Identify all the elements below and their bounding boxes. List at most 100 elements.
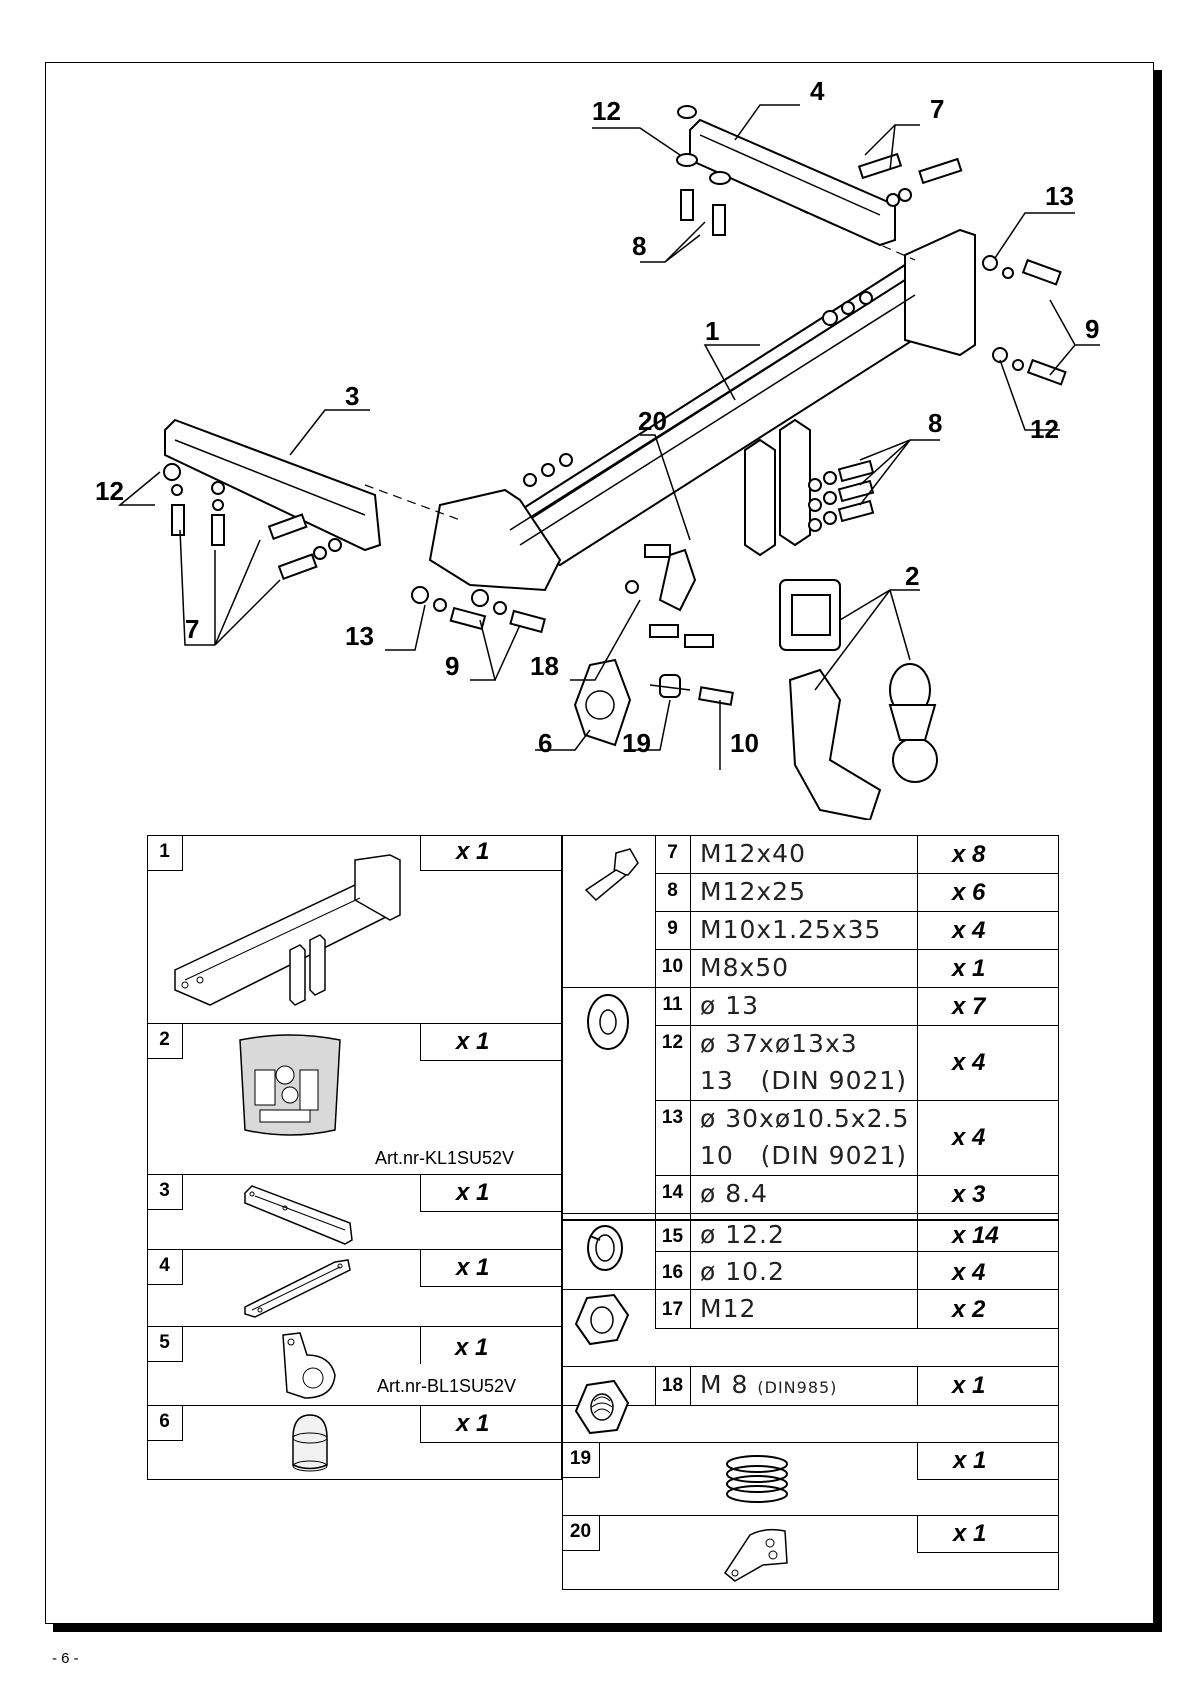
part-qty: x 2 xyxy=(952,1296,986,1323)
part-number: 11 xyxy=(662,994,683,1015)
article-number-kl: Art.nr-KL1SU52V xyxy=(375,1148,515,1168)
exploded-assembly-drawing: 12 4 7 13 8 9 1 3 20 8 12 12 2 7 13 9 18… xyxy=(95,76,1100,820)
part-qty: x 4 xyxy=(952,917,986,944)
part-number: 18 xyxy=(661,1375,684,1396)
part-number: 13 xyxy=(661,1107,684,1128)
bracket-icon xyxy=(723,1528,788,1582)
part-spec: ø 12.2 xyxy=(700,1220,785,1249)
bracket-part-3 xyxy=(164,418,461,552)
part-qty: x 1 xyxy=(917,1515,1059,1553)
part-spec: M 8 (DIN985) xyxy=(700,1366,837,1407)
part-qty: x 4 xyxy=(952,1049,986,1076)
part-spec: M12 xyxy=(700,1294,757,1323)
part-spec-line2: 13 (DIN 9021) xyxy=(700,1066,908,1095)
part-number: 17 xyxy=(661,1299,684,1320)
part-number: 2 xyxy=(147,1023,183,1059)
part-spec-line2: 10 (DIN 9021) xyxy=(700,1141,908,1170)
spring-washer-icon xyxy=(587,1225,623,1271)
callout-13-left: 13 xyxy=(345,621,374,651)
spring-icon xyxy=(726,1455,788,1503)
crossbar-icon xyxy=(174,854,401,1006)
leader-lines xyxy=(117,104,1100,770)
part-spec: M10x1.25x35 xyxy=(700,915,882,944)
callout-12-left: 12 xyxy=(95,476,124,506)
washer-icon xyxy=(587,994,629,1050)
callout-labels: 12 4 7 13 8 9 1 3 20 8 12 12 2 7 13 9 18… xyxy=(95,76,1099,758)
callout-8-right: 8 xyxy=(928,408,942,438)
part-qty: x 6 xyxy=(952,879,986,906)
callout-12-top: 12 xyxy=(592,96,621,126)
part-number: 6 xyxy=(147,1405,183,1441)
part-spec: M12x25 xyxy=(700,877,806,906)
hardware-group xyxy=(163,105,1067,648)
part-number: 4 xyxy=(147,1249,183,1285)
part-qty: x 14 xyxy=(952,1222,999,1249)
part-number: 7 xyxy=(667,842,678,863)
part-number: 10 xyxy=(661,956,684,977)
part-qty: x 8 xyxy=(952,841,986,868)
callout-9-right: 9 xyxy=(1085,314,1099,344)
part-qty: x 1 xyxy=(420,1174,562,1212)
socket-icon xyxy=(239,1034,341,1136)
part-qty: x 1 xyxy=(420,835,562,871)
socket-plate-assembly xyxy=(573,548,734,747)
part-spec-line1: ø 37xø13x3 xyxy=(700,1029,858,1058)
callout-4: 4 xyxy=(810,76,825,106)
callout-19: 19 xyxy=(622,728,651,758)
part-number: 8 xyxy=(667,880,678,901)
part-spec: M8x50 xyxy=(700,953,790,982)
part-number: 19 xyxy=(562,1442,600,1478)
part-number: 15 xyxy=(661,1226,684,1247)
part-number: 20 xyxy=(562,1515,600,1551)
part-qty: x 3 xyxy=(952,1181,986,1208)
part-qty: x 4 xyxy=(952,1124,986,1151)
towball-assembly-part-2 xyxy=(779,579,938,820)
callout-7-top: 7 xyxy=(930,94,944,124)
callout-9-left: 9 xyxy=(445,651,459,681)
callout-8-top: 8 xyxy=(632,231,646,261)
part-number: 9 xyxy=(667,918,678,939)
callout-7-left: 7 xyxy=(185,614,199,644)
part-spec: ø 8.4 xyxy=(700,1179,769,1208)
part-number: 16 xyxy=(661,1262,684,1283)
callout-12-right: 12 xyxy=(1030,414,1059,444)
callout-13-right: 13 xyxy=(1045,181,1074,211)
part-spec: M12x40 xyxy=(700,839,806,868)
bracket-icon xyxy=(282,1332,336,1399)
bracket-3-icon xyxy=(244,1185,353,1245)
part-qty: x 1 xyxy=(952,955,986,982)
callout-20: 20 xyxy=(638,406,667,436)
part-qty: x 7 xyxy=(952,993,986,1020)
part-spec-din: (DIN985) xyxy=(757,1378,838,1397)
part-spec: ø 13 xyxy=(700,991,760,1020)
part-qty: x 1 xyxy=(917,1442,1059,1480)
bracket-4-icon xyxy=(244,1259,351,1318)
part-qty: x 1 xyxy=(420,1023,562,1061)
callout-18: 18 xyxy=(530,651,559,681)
callout-10: 10 xyxy=(730,728,759,758)
callout-1: 1 xyxy=(705,316,719,346)
part-qty: x 1 xyxy=(420,1249,562,1287)
part-qty: x 1 xyxy=(420,1405,562,1443)
bracket-part-4 xyxy=(689,118,916,261)
article-number-bl: Art.nr-BL1SU52V xyxy=(377,1376,517,1396)
callout-2: 2 xyxy=(905,561,919,591)
part-qty: x 1 xyxy=(455,1334,489,1361)
bolt-icon xyxy=(584,848,639,902)
cap-icon xyxy=(292,1414,328,1472)
callout-3: 3 xyxy=(345,381,359,411)
crossbar-part-1 xyxy=(428,228,976,592)
lock-nut-icon xyxy=(574,1379,630,1435)
part-number: 3 xyxy=(147,1174,183,1210)
part-number: 12 xyxy=(661,1032,684,1053)
part-qty: x 1 xyxy=(952,1372,986,1399)
part-spec: ø 10.2 xyxy=(700,1257,785,1286)
hex-nut-icon xyxy=(574,1293,630,1346)
part-number: 1 xyxy=(147,835,183,871)
part-qty: x 4 xyxy=(952,1259,986,1286)
part-number: 5 xyxy=(147,1326,183,1362)
page-number: - 6 - xyxy=(52,1650,79,1667)
part-spec-line1: ø 30xø10.5x2.5 xyxy=(700,1104,910,1133)
part-number: 14 xyxy=(661,1182,684,1203)
part-spec-main: M 8 xyxy=(700,1370,749,1399)
